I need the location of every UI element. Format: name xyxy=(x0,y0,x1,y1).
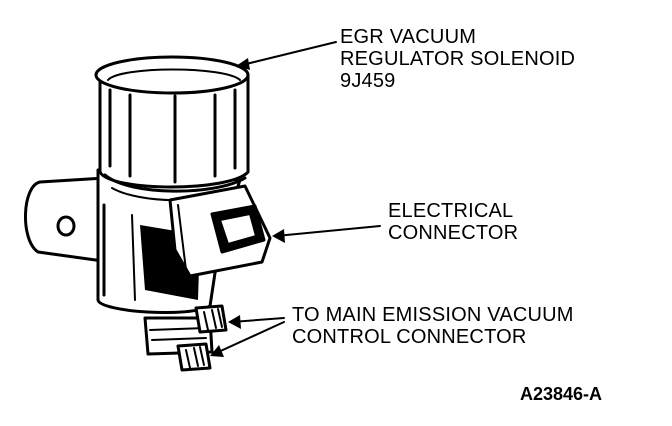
leader-vacuum-lower xyxy=(213,321,285,355)
electrical-label-line1: ELECTRICAL xyxy=(388,200,514,222)
vacuum-callout: TO MAIN EMISSION VACUUM CONTROL CONNECTO… xyxy=(292,304,574,348)
cap-top xyxy=(94,55,250,95)
electrical-callout: ELECTRICAL CONNECTOR xyxy=(388,200,518,244)
bracket-hole xyxy=(56,215,76,237)
solenoid-label-line2: REGULATOR SOLENOID xyxy=(340,48,576,70)
vacuum-label-line1: TO MAIN EMISSION VACUUM xyxy=(292,304,574,326)
solenoid-callout: EGR VACUUM REGULATOR SOLENOID 9J459 xyxy=(340,26,575,92)
vacuum-label-line2: CONTROL CONNECTOR xyxy=(292,326,527,348)
leader-vacuum-upper xyxy=(231,317,285,323)
vacuum-port-upper xyxy=(194,304,228,334)
vacuum-port-lower xyxy=(176,342,212,372)
leader-electrical xyxy=(275,225,381,237)
figure-id: A23846-A xyxy=(520,384,603,404)
electrical-label-line2: CONNECTOR xyxy=(388,222,519,244)
solenoid-label-line1: EGR VACUUM xyxy=(340,26,477,48)
solenoid-label-line3: 9J459 xyxy=(340,70,396,92)
leader-solenoid xyxy=(237,41,337,67)
